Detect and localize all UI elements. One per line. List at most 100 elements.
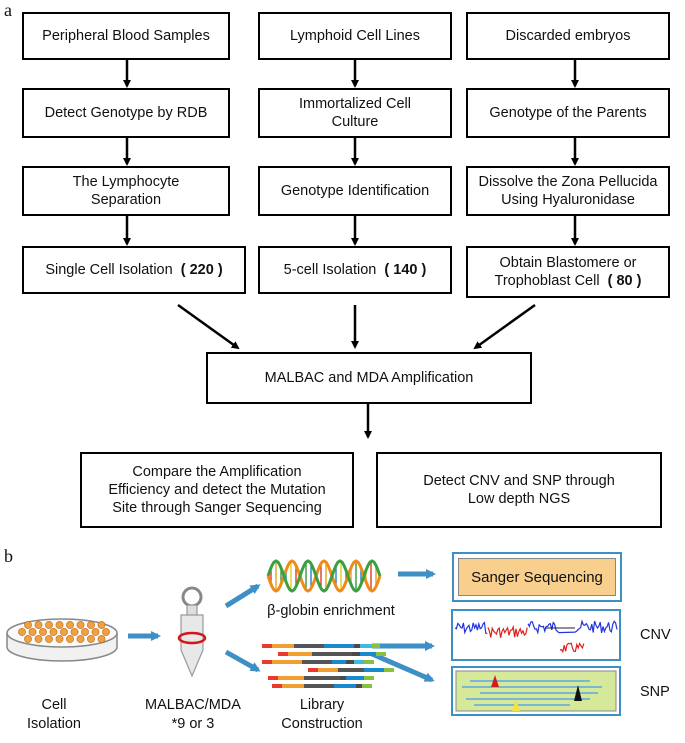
arrow-merge-left: [177, 303, 240, 350]
box-detect-genotype-rdb: Detect Genotype by RDB: [22, 88, 230, 138]
snp-marker-yellow: [512, 699, 520, 711]
cell-dot: [76, 621, 85, 629]
box-dissolve-zona-pellucida: Dissolve the Zona Pellucida Using Hyalur…: [466, 166, 670, 216]
library-fragment-segment: [332, 660, 346, 664]
library-fragment-segment: [272, 660, 302, 664]
library-fragments-icon: [262, 644, 394, 688]
library-fragment-segment: [278, 676, 304, 680]
cell-dot: [45, 635, 53, 643]
cell-dot: [24, 635, 32, 643]
snp-panel: [451, 666, 621, 716]
box-text-line: Site through Sanger Sequencing: [112, 500, 322, 517]
dna-helix-icon: [266, 559, 382, 593]
snp-marker-red: [491, 675, 499, 687]
box-text: Genotype of the Parents: [489, 104, 647, 121]
caption-line: MALBAC/MDA: [145, 697, 241, 713]
caption-line: Isolation: [26, 715, 81, 732]
cell-dot: [97, 621, 106, 629]
box-text-line: Using Hyaluronidase: [501, 192, 635, 208]
cell-dot: [24, 621, 32, 629]
cell-dot: [81, 628, 89, 636]
library-fragment-segment: [340, 676, 346, 680]
cell-dot: [66, 635, 74, 643]
arrow-tube-to-library: [224, 649, 261, 673]
sanger-sequencing-panel: Sanger Sequencing: [452, 552, 622, 602]
box-single-cell-isolation: Single Cell Isolation ( 220 ): [22, 246, 246, 294]
box-text: 5-cell Isolation: [283, 261, 377, 278]
library-fragment-segment: [364, 668, 384, 672]
library-fragment-segment: [294, 644, 324, 648]
sanger-sequencing-text: Sanger Sequencing: [471, 568, 603, 586]
box-text-line: Low depth NGS: [467, 491, 571, 507]
library-fragment-segment: [302, 660, 332, 664]
library-fragment-segment: [268, 676, 278, 680]
box-5-cell-isolation: 5-cell Isolation ( 140 ): [258, 246, 452, 294]
box-text-line: Detect CNV and SNP through: [423, 472, 615, 489]
box-detect-cnv-snp: Detect CNV and SNP through Low depth NGS: [376, 452, 662, 528]
library-fragment-segment: [354, 644, 360, 648]
library-fragment-segment: [288, 652, 312, 656]
box-peripheral-blood-samples: Peripheral Blood Samples: [22, 12, 230, 60]
cell-dot: [87, 635, 95, 643]
box-text: Detect Genotype by RDB: [44, 104, 208, 121]
library-fragment-segment: [304, 676, 340, 680]
cell-dot: [66, 621, 74, 629]
library-fragment-segment: [278, 652, 288, 656]
box-lymphocyte-separation: The Lymphocyte Separation: [22, 166, 230, 216]
box-discarded-embryos: Discarded embryos: [466, 12, 670, 60]
box-text: Lymphoid Cell Lines: [289, 27, 421, 44]
caption-line: Cell: [41, 697, 67, 713]
arrow-tube-to-globin: [224, 583, 261, 609]
tube-icon: [177, 586, 207, 678]
box-text: Discarded embryos: [505, 27, 631, 44]
cell-dot: [28, 628, 37, 636]
library-fragment-segment: [384, 668, 394, 672]
arrow-to-snp: [371, 651, 435, 683]
isolation-count: ( 80 ): [607, 273, 642, 289]
arrow-merge-right: [473, 303, 536, 350]
caption-line: Construction: [281, 715, 363, 732]
dna-strand: [266, 559, 382, 593]
box-text-line: The Lymphocyte: [72, 173, 180, 190]
cell-dot: [87, 621, 95, 629]
beta-globin-label: β-globin enrichment: [256, 602, 406, 621]
library-fragment-segment: [272, 684, 282, 688]
library-fragment-segment: [324, 644, 354, 648]
cell-dot: [76, 635, 85, 643]
library-fragment-segment: [360, 644, 372, 648]
library-fragment-segment: [312, 652, 352, 656]
box-text-line: Culture: [331, 114, 379, 130]
box-immortalized-culture: Immortalized Cell Culture: [258, 88, 452, 138]
library-fragment-segment: [360, 652, 376, 656]
cell-dot: [70, 628, 79, 636]
cell-dot: [102, 628, 110, 636]
library-fragment-segment: [364, 660, 374, 664]
box-text: Peripheral Blood Samples: [42, 27, 210, 44]
caption-line: *9 or 3: [171, 715, 215, 732]
library-fragment-segment: [362, 684, 372, 688]
library-fragment-segment: [364, 676, 374, 680]
box-text-line: Compare the Amplification: [132, 463, 302, 480]
sanger-sequencing-box: Sanger Sequencing: [458, 558, 616, 596]
box-malbac-mda-amplification: MALBAC and MDA Amplification: [206, 352, 532, 404]
caption-line: β-globin enrichment: [267, 603, 395, 619]
library-fragment-segment: [376, 652, 386, 656]
box-compare-amplification: Compare the Amplification Efficiency and…: [80, 452, 354, 528]
cnv-panel: [451, 609, 621, 661]
library-fragment-segment: [352, 652, 360, 656]
dna-strand: [266, 559, 382, 593]
box-text-line: Separation: [90, 192, 162, 208]
cell-dot: [60, 628, 68, 636]
library-fragment-segment: [372, 644, 380, 648]
cell-isolation-label: Cell Isolation: [14, 696, 94, 734]
library-fragment-segment: [354, 660, 364, 664]
caption-line: Library: [299, 697, 345, 713]
library-fragment-segment: [262, 660, 272, 664]
cell-dot: [34, 635, 43, 643]
box-text-line: Dissolve the Zona Pellucida: [478, 173, 658, 190]
cnv-label: CNV: [640, 627, 671, 643]
cell-dot: [18, 628, 26, 636]
cell-dot: [49, 628, 58, 636]
malbac-mda-label: MALBAC/MDA *9 or 3: [128, 696, 258, 734]
